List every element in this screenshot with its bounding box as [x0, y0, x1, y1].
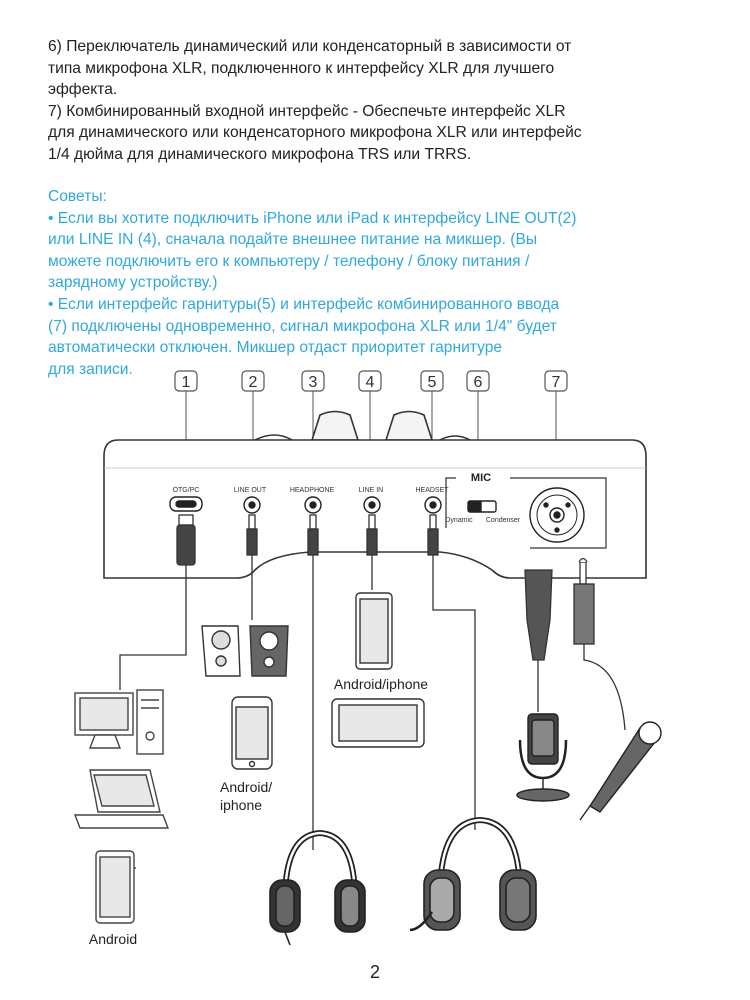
text-line: 1/4 дюйма для динамического микрофона TR… [48, 145, 472, 163]
tips-line: или LINE IN (4), сначала подайте внешнее… [48, 231, 538, 249]
tips-line: для записи. [48, 360, 133, 378]
iphone-icon [231, 696, 273, 770]
text-line: эффекта. [48, 81, 118, 99]
label-android: Android [89, 931, 137, 947]
tips-line: автоматически отключен. Микшер отдаст пр… [48, 339, 503, 357]
label-android-iphone-center: Android/iphone [334, 676, 428, 692]
desktop-computer-icon [74, 689, 164, 755]
android-phone-icon [95, 850, 136, 924]
text-line: для динамического или конденсаторного ми… [48, 124, 582, 142]
tips-line: (7) подключены одновременно, сигнал микр… [48, 317, 557, 335]
tips-line: зарядному устройству.) [48, 274, 218, 292]
tips-block: Советы: • Если вы хотите подключить iPho… [48, 186, 728, 380]
mic-frame [445, 477, 607, 549]
headset-icon [409, 816, 537, 932]
callout-3: 3 [309, 374, 318, 391]
text-line: типа микрофона XLR, подключенного к инте… [48, 59, 555, 77]
connection-diagram: 1 2 3 4 5 6 7 OTG/PC LINE OUT HEADPHONE … [73, 370, 662, 947]
studio-microphone-icon [516, 713, 570, 802]
callout-4: 4 [366, 374, 375, 391]
cables [119, 514, 626, 850]
description-paragraph: 6) Переключатель динамический или конден… [48, 36, 728, 166]
port-label-otg: OTG/PC [173, 487, 200, 494]
port-label-headset: HEADSET [415, 487, 449, 494]
tablet-icon [331, 698, 425, 748]
callout-5: 5 [428, 374, 437, 391]
callout-numbers [174, 370, 568, 392]
switch-label-dynamic: Dynamic [445, 517, 473, 524]
label-android-iphone-left-2: iphone [220, 797, 262, 813]
tips-line: можете подключить его к компьютеру / тел… [48, 252, 530, 270]
text-line: 6) Переключатель динамический или конден… [48, 38, 572, 55]
port-label-headphone: HEADPHONE [290, 487, 335, 494]
line-in-phone-icon [355, 592, 393, 670]
tips-line: • Если интерфейс гарнитуры(5) и интерфей… [48, 295, 560, 313]
port-label-mic: MIC [471, 472, 491, 484]
tips-title: Советы: [48, 188, 107, 205]
callout-2: 2 [249, 374, 258, 391]
headphones-icon [269, 829, 366, 946]
ports [169, 487, 585, 543]
port-label-line-in: LINE IN [359, 487, 384, 494]
laptop-icon [73, 769, 170, 829]
text-line: 7) Комбинированный входной интерфейс - О… [48, 102, 566, 120]
callout-7: 7 [552, 374, 561, 391]
speakers-icon [201, 625, 289, 677]
port-label-line-out: LINE OUT [234, 487, 267, 494]
handheld-microphone-icon [579, 721, 662, 821]
page-number: 2 [369, 962, 380, 982]
switch-label-condenser: Condenser [486, 517, 521, 524]
callout-6: 6 [474, 374, 483, 391]
callout-1: 1 [182, 374, 191, 391]
tips-line: • Если вы хотите подключить iPhone или i… [48, 209, 577, 227]
label-android-iphone-left: Android/ [220, 779, 272, 795]
